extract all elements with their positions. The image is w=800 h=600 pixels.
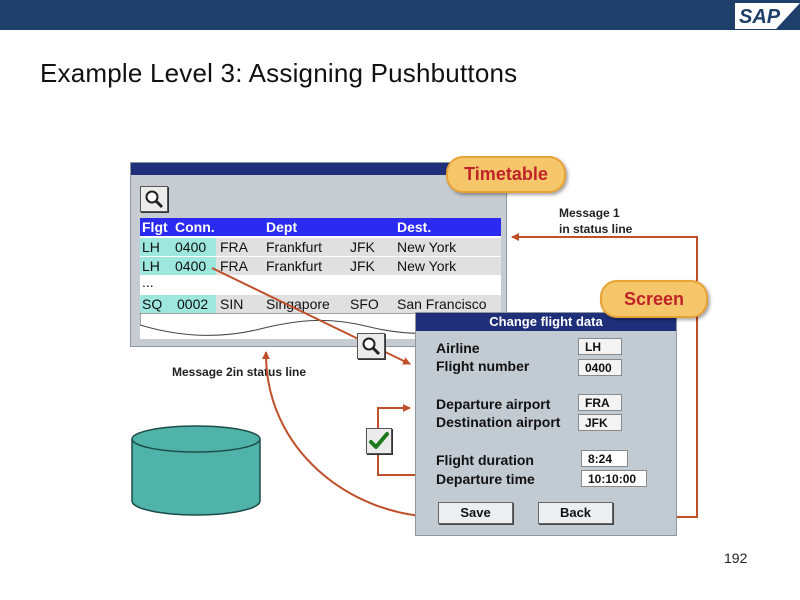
screen-title: Change flight data — [416, 313, 676, 331]
timetable-titlebar — [131, 163, 506, 175]
departure-airport-label: Departure airport — [436, 396, 551, 412]
table-cell: LH — [142, 258, 160, 274]
table-cell: SIN — [220, 296, 244, 312]
table-row[interactable]: LH 0400 FRA Frankfurt JFK New York — [140, 238, 501, 256]
table-cell: SQ — [142, 296, 163, 312]
message-1-line: in status line — [559, 222, 633, 236]
table-row-ellipsis: ... — [140, 274, 501, 295]
magnifier-icon — [145, 190, 164, 209]
table-cell: JFK — [350, 258, 375, 274]
departure-time-field[interactable]: 10:10:00 — [581, 470, 647, 487]
table-cell: Frankfurt — [266, 239, 323, 255]
sap-logo: SAP — [735, 3, 800, 29]
magnifier-icon — [362, 337, 381, 356]
flight-number-label: Flight number — [436, 358, 530, 374]
page-number: 192 — [724, 550, 748, 566]
table-cell: Singapore — [266, 296, 330, 312]
table-cell: JFK — [350, 239, 375, 255]
table-cell: FRA — [220, 239, 248, 255]
message-1-note: Message 1 in status line — [559, 205, 632, 237]
column-header: Dest. — [397, 219, 432, 235]
screen-label: Screen — [600, 280, 708, 318]
svg-text:SAP: SAP — [739, 6, 781, 28]
message-1-line: Message 1 — [559, 206, 620, 220]
check-button[interactable] — [366, 428, 392, 454]
table-cell: San Francisco — [397, 296, 487, 312]
flight-duration-label: Flight duration — [436, 452, 534, 468]
table-cell: 0400 — [175, 239, 207, 255]
departure-time-label: Departure time — [436, 471, 535, 487]
highlight-cell — [140, 257, 216, 275]
column-header: Dept — [266, 219, 298, 235]
airline-field[interactable]: LH — [578, 338, 622, 355]
database-icon — [131, 425, 261, 516]
column-header: Flgt — [142, 219, 168, 235]
change-flight-data-screen: Change flight data Airline LH Flight num… — [415, 312, 677, 536]
header-bar — [0, 0, 800, 30]
highlight-cell — [140, 295, 216, 313]
flight-number-field[interactable]: 0400 — [578, 359, 622, 376]
table-cell: LH — [142, 239, 160, 255]
table-cell: SFO — [350, 296, 379, 312]
checkmark-icon — [369, 432, 389, 449]
timetable-label: Timetable — [446, 156, 566, 193]
table-cell: New York — [397, 239, 457, 255]
departure-airport-field[interactable]: FRA — [578, 394, 622, 411]
column-header: Conn. — [175, 219, 215, 235]
highlight-cell — [140, 238, 216, 256]
flight-duration-field[interactable]: 8:24 — [581, 450, 628, 467]
table-cell: FRA — [220, 258, 248, 274]
destination-airport-label: Destination airport — [436, 414, 561, 430]
save-button[interactable]: Save — [438, 502, 513, 524]
table-cell: 0400 — [175, 258, 207, 274]
table-cell: ... — [142, 274, 154, 290]
table-cell: Frankfurt — [266, 258, 323, 274]
message-2-note: Message 2in status line — [172, 365, 307, 379]
airline-label: Airline — [436, 340, 480, 356]
table-cell: New York — [397, 258, 457, 274]
table-row[interactable]: SQ 0002 SIN Singapore SFO San Francisco — [140, 295, 501, 313]
search-button[interactable] — [140, 186, 168, 212]
destination-airport-field[interactable]: JFK — [578, 414, 622, 431]
table-cell: 0002 — [177, 296, 209, 312]
table-header: Flgt Conn. Dept Dest. — [140, 218, 501, 236]
slide-title: Example Level 3: Assigning Pushbuttons — [40, 58, 518, 88]
select-button[interactable] — [357, 333, 385, 359]
table-row[interactable]: LH 0400 FRA Frankfurt JFK New York — [140, 257, 501, 275]
arrow-save-to-timetable — [261, 351, 437, 518]
back-button[interactable]: Back — [538, 502, 613, 524]
